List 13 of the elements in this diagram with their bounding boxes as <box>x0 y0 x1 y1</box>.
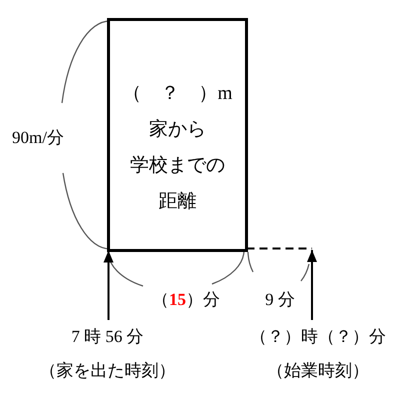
dimension-label: （15）分 <box>152 290 220 310</box>
distance-caption: 家から学校までの距離 <box>130 118 225 214</box>
distance-box <box>107 18 248 252</box>
time-label: 7 時 56 分 <box>71 326 144 348</box>
distance-value: （ ？ ）m <box>122 82 232 106</box>
dashed-line <box>246 248 312 250</box>
arrow <box>104 250 114 320</box>
time-caption: （家を出た時刻） <box>40 360 176 382</box>
dimension-label: 90m/分 <box>12 128 64 148</box>
time-caption: （始業時刻） <box>267 360 369 382</box>
time-label: （？）時（？）分 <box>250 326 386 348</box>
arrow <box>307 250 317 320</box>
dimension-label: 9 分 <box>265 290 295 310</box>
